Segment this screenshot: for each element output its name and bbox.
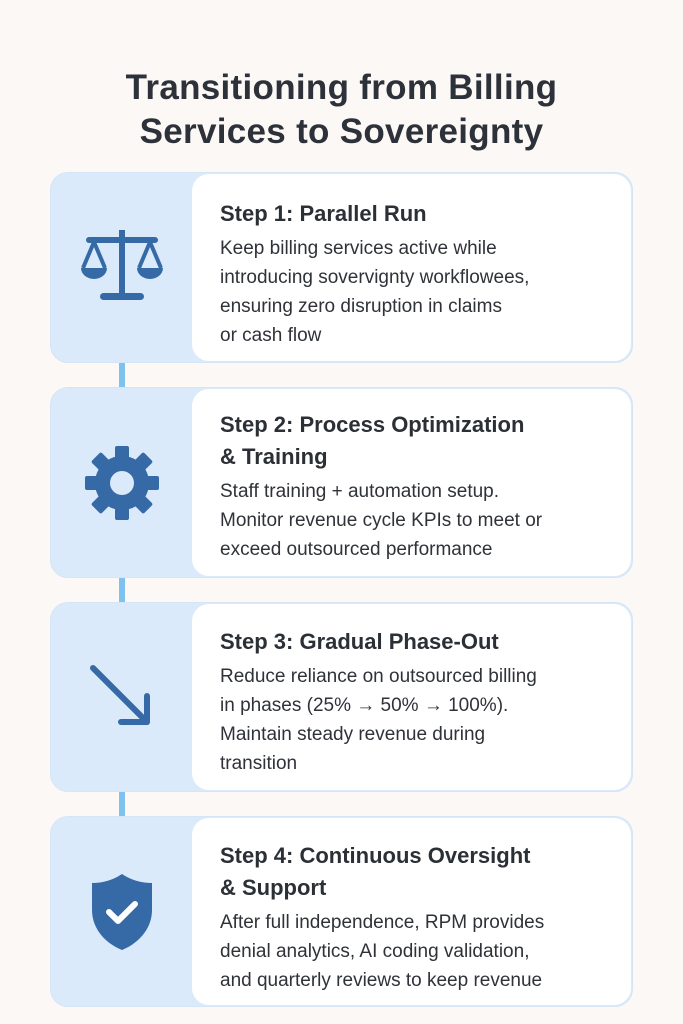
text-line: Step 1: Parallel Run	[220, 201, 427, 226]
text-line: exceed outsourced performance	[220, 539, 493, 560]
title-line-2: Services to Sovereignty	[139, 112, 544, 151]
step-description: After full independence, RPM provides den…	[220, 908, 621, 995]
step-description: Staff training + automation setup. Monito…	[220, 477, 621, 564]
step-card-1: Step 1: Parallel Run Keep billing servic…	[50, 172, 633, 363]
text-line: Monitor revenue cycle KPIs to meet or	[220, 510, 543, 531]
step-card-4: Step 4: Continuous Oversight & Support Af…	[50, 816, 633, 1007]
text-line: Reduce reliance on outsourced billing	[220, 666, 537, 687]
text-line: introducing sovervignty workflowees,	[220, 267, 530, 288]
scales-icon	[51, 173, 193, 362]
step-description: Keep billing services active while introd…	[220, 234, 621, 350]
arrow-down-right-icon	[51, 603, 193, 791]
step-description: Reduce reliance on outsourced billing in …	[220, 662, 621, 778]
shield-check-icon	[51, 817, 193, 1006]
text-line: Step 4: Continuous Oversight	[220, 843, 531, 868]
text-line: Keep billing services active while	[220, 238, 497, 259]
text-line: Maintain steady revenue during	[220, 724, 486, 745]
step-card-3: Step 3: Gradual Phase-Out Reduce relianc…	[50, 602, 633, 792]
connector-line	[119, 791, 125, 817]
page-title: Transitioning from Billing Services to S…	[0, 66, 683, 154]
step-heading: Step 3: Gradual Phase-Out	[220, 626, 621, 658]
text-line: transition	[220, 753, 298, 774]
step-heading: Step 2: Process Optimization & Training	[220, 409, 621, 473]
text-line: or cash flow	[220, 325, 322, 346]
text-line: & Training	[220, 444, 328, 469]
text-line: and quarterly reviews to keep revenue	[220, 970, 543, 991]
text-line: denial analytics, AI coding validation,	[220, 941, 530, 962]
connector-line	[119, 577, 125, 603]
step-heading: Step 1: Parallel Run	[220, 198, 621, 230]
text-line: Step 2: Process Optimization	[220, 412, 525, 437]
connector-line	[119, 362, 125, 388]
text-line: ensuring zero disruption in claims	[220, 296, 502, 317]
text-line: in phases (25% → 50% → 100%).	[220, 695, 509, 716]
text-line: After full independence, RPM provides	[220, 912, 545, 933]
step-card-2: Step 2: Process Optimization & Training S…	[50, 387, 633, 578]
text-line: Step 3: Gradual Phase-Out	[220, 629, 499, 654]
title-line-1: Transitioning from Billing	[125, 68, 558, 107]
text-line: & Support	[220, 875, 327, 900]
step-heading: Step 4: Continuous Oversight & Support	[220, 840, 621, 904]
gear-icon	[51, 388, 193, 577]
text-line: Staff training + automation setup.	[220, 481, 500, 502]
